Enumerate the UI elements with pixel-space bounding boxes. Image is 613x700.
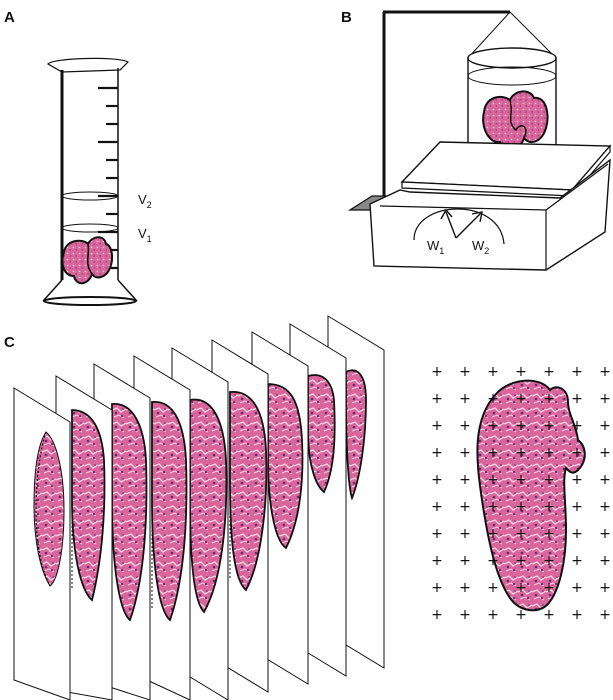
plus-icon: + [543, 445, 555, 461]
serial-sections [14, 316, 384, 700]
plus-icon: + [459, 418, 471, 434]
plus-icon: + [571, 445, 583, 461]
panel-a: A [4, 9, 152, 305]
plus-icon: + [431, 580, 443, 596]
plus-icon: + [599, 364, 611, 380]
plus-icon: + [487, 499, 499, 515]
plus-icon: + [459, 472, 471, 488]
plus-icon: + [515, 499, 527, 515]
plus-icon: + [543, 580, 555, 596]
plus-icon: + [487, 445, 499, 461]
plus-icon: + [459, 391, 471, 407]
plus-icon: + [459, 445, 471, 461]
plus-icon: + [431, 499, 443, 515]
plus-icon: + [571, 391, 583, 407]
plus-icon: + [543, 499, 555, 515]
plus-icon: + [571, 526, 583, 542]
tissue-profile [477, 381, 584, 611]
plus-icon: + [459, 553, 471, 569]
plus-icon: + [571, 364, 583, 380]
tissue-section [14, 388, 70, 700]
plus-icon: + [431, 553, 443, 569]
plus-icon: + [487, 418, 499, 434]
plus-icon: + [543, 553, 555, 569]
plus-icon: + [459, 580, 471, 596]
plus-icon: + [571, 418, 583, 434]
plus-icon: + [431, 364, 443, 380]
plus-icon: + [543, 607, 555, 623]
plus-icon: + [431, 526, 443, 542]
plus-icon: + [459, 499, 471, 515]
plus-icon: + [543, 391, 555, 407]
plus-icon: + [599, 580, 611, 596]
plus-icon: + [571, 472, 583, 488]
panel-c: C [4, 316, 611, 700]
plus-icon: + [543, 526, 555, 542]
plus-icon: + [599, 418, 611, 434]
weighing-scale-icon [370, 142, 610, 270]
plus-icon: + [515, 391, 527, 407]
plus-icon: + [459, 526, 471, 542]
plus-icon: + [487, 472, 499, 488]
plus-icon: + [599, 499, 611, 515]
panel-a-letter: A [4, 9, 15, 26]
plus-icon: + [487, 580, 499, 596]
plus-icon: + [431, 607, 443, 623]
plus-icon: + [543, 364, 555, 380]
plus-icon: + [599, 607, 611, 623]
tissue-sample-b [483, 91, 547, 149]
plus-icon: + [599, 553, 611, 569]
plus-icon: + [571, 607, 583, 623]
plus-icon: + [459, 364, 471, 380]
plus-icon: + [599, 391, 611, 407]
v1-label: V1 [138, 226, 152, 244]
plus-icon: + [431, 418, 443, 434]
plus-icon: + [515, 580, 527, 596]
plus-icon: + [515, 526, 527, 542]
plus-icon: + [599, 526, 611, 542]
plus-icon: + [487, 607, 499, 623]
plus-icon: + [515, 553, 527, 569]
plus-icon: + [543, 472, 555, 488]
plus-icon: + [487, 391, 499, 407]
plus-icon: + [459, 607, 471, 623]
panel-b-letter: B [341, 9, 352, 26]
plus-icon: + [515, 445, 527, 461]
plus-icon: + [515, 607, 527, 623]
point-counting-grid: + + + + + + + + + + + + + + + + + + + + + + + + + + + + + + + + + + + + + + + +… [431, 364, 611, 623]
plus-icon: + [487, 553, 499, 569]
plus-icon: + [543, 418, 555, 434]
plus-icon: + [571, 553, 583, 569]
plus-icon: + [515, 364, 527, 380]
v2-label: V2 [138, 192, 152, 210]
plus-icon: + [515, 472, 527, 488]
panel-c-letter: C [4, 334, 15, 351]
plus-icon: + [515, 418, 527, 434]
plus-icon: + [571, 499, 583, 515]
plus-icon: + [431, 472, 443, 488]
plus-icon: + [431, 391, 443, 407]
plus-icon: + [431, 445, 443, 461]
plus-icon: + [599, 445, 611, 461]
plus-icon: + [487, 526, 499, 542]
panel-b: B [341, 9, 610, 270]
plus-icon: + [487, 364, 499, 380]
plus-icon: + [571, 580, 583, 596]
plus-icon: + [599, 472, 611, 488]
